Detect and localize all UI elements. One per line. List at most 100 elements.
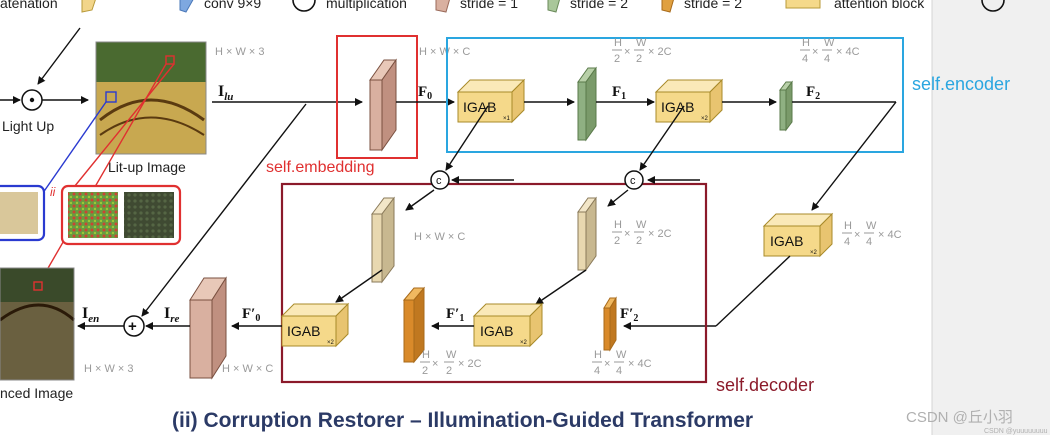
F2p-symbol: F′2 xyxy=(620,306,638,324)
enhanced-image xyxy=(0,267,75,381)
watermark-sub: CSDN @yuuuuuuuu xyxy=(984,428,1048,435)
dim-hw3-bottom: H × W × 3 xyxy=(84,363,134,375)
bottleneck-arrow xyxy=(811,101,897,211)
encoder-label: self.encoder xyxy=(912,74,1010,94)
svg-text:×2: ×2 xyxy=(520,340,528,346)
legend-item-5: stride = 2 xyxy=(684,0,742,11)
legend-swatch-conv xyxy=(179,0,194,13)
svg-text:IGAB: IGAB xyxy=(287,323,320,339)
svg-text:×2: ×2 xyxy=(327,340,335,346)
concat-icon-1 xyxy=(430,170,450,190)
svg-text:×: × xyxy=(624,228,630,240)
dim-hwc-embed: H × W × C xyxy=(419,46,470,58)
embed-conv-block xyxy=(369,58,397,152)
stride2-conv-dec-2 xyxy=(603,296,617,352)
watermark: CSDN @丘小羽 xyxy=(906,409,1013,426)
I-en-symbol: Ien xyxy=(82,305,99,325)
dec-conv-1 xyxy=(371,196,395,284)
blue-zoom-box xyxy=(0,184,46,242)
zoom-line-red-2 xyxy=(39,63,167,283)
encoder-box xyxy=(446,37,904,153)
F2-symbol: F2 xyxy=(806,84,820,102)
concat-icon-2 xyxy=(624,170,644,190)
igab-decoder-2: IGAB ×2 xyxy=(472,302,544,348)
illum-arrow xyxy=(37,27,81,85)
svg-text:c: c xyxy=(436,175,442,187)
igab-bottleneck: IGAB ×2 xyxy=(762,212,834,258)
svg-text:×2: ×2 xyxy=(810,250,818,256)
svg-text:IGAB: IGAB xyxy=(463,99,496,115)
svg-text:×2: ×2 xyxy=(701,116,709,122)
svg-text:×: × xyxy=(432,358,438,370)
legend-item-1: conv 9×9 xyxy=(204,0,261,11)
legend-item-2: multiplication xyxy=(326,0,407,11)
dim-hwc-dec1: H × W × C xyxy=(414,231,465,243)
dim-hwc-bottom: H × W × C xyxy=(222,363,273,375)
legend-item-6: attention block xyxy=(834,0,925,11)
svg-text:+: + xyxy=(128,318,137,335)
svg-text:c: c xyxy=(630,175,636,187)
skip-arrow-1 xyxy=(445,105,489,171)
right-gutter xyxy=(932,0,1050,435)
residual-arrow xyxy=(141,103,307,317)
zoom-line-blue xyxy=(37,101,107,201)
igab-encoder-1: IGAB ×1 xyxy=(456,78,526,124)
legend-swatch-stride2b xyxy=(661,0,674,13)
svg-text:IGAB: IGAB xyxy=(770,233,803,249)
F0-symbol: F0 xyxy=(418,84,432,102)
enhanced-select-red xyxy=(33,281,43,291)
dec-conv-2 xyxy=(577,196,597,272)
skip-arrow-2 xyxy=(639,105,685,171)
decoder-label: self.decoder xyxy=(716,375,814,395)
svg-text:IGAB: IGAB xyxy=(480,323,513,339)
svg-text:×1: ×1 xyxy=(503,116,511,122)
F0p-symbol: F′0 xyxy=(242,306,260,324)
bottleneck-out-line xyxy=(715,255,791,327)
legend-swatch-stride1 xyxy=(435,0,450,13)
output-conv-block xyxy=(189,276,227,380)
legend: atenation conv 9×9 multiplication stride… xyxy=(0,0,1005,13)
dim-hw3-top: H × W × 3 xyxy=(215,46,265,58)
legend-mult-icon xyxy=(292,0,316,12)
I-re-symbol: Ire xyxy=(164,305,180,325)
F1-symbol: F1 xyxy=(612,84,626,102)
light-up-label: Light Up xyxy=(2,118,54,134)
stride2-conv-enc-2 xyxy=(779,80,793,132)
svg-text:×: × xyxy=(812,46,818,58)
svg-text:×: × xyxy=(604,358,610,370)
legend-swatch-attn xyxy=(785,0,821,9)
red-zoom-box xyxy=(60,184,182,246)
svg-text:×: × xyxy=(624,46,630,58)
decoder-box xyxy=(280,182,708,384)
legend-swatch-stride2a xyxy=(547,0,560,13)
svg-text:IGAB: IGAB xyxy=(661,99,694,115)
legend-circle-icon xyxy=(981,0,1005,12)
I-lu-symbol: Ilu xyxy=(218,83,233,103)
enhanced-caption: nced Image xyxy=(0,385,73,401)
ii-marker: ii xyxy=(50,185,56,199)
igab-decoder-1: IGAB ×2 xyxy=(280,302,350,348)
stride2-conv-dec-1 xyxy=(402,286,426,364)
legend-item-3: stride = 1 xyxy=(460,0,518,11)
figure-caption: (ii) Corruption Restorer – Illumination-… xyxy=(172,409,753,432)
igab-encoder-2: IGAB ×2 xyxy=(654,78,724,124)
legend-item-0: atenation xyxy=(0,0,58,11)
embedding-box xyxy=(336,35,418,159)
stride2-conv-enc-1 xyxy=(577,66,597,142)
legend-swatch-0 xyxy=(81,0,96,13)
embedding-label: self.embedding xyxy=(266,159,375,176)
lit-up-caption: Lit-up Image xyxy=(108,159,186,175)
lit-up-image xyxy=(95,41,207,155)
zoom-line-red-1 xyxy=(69,63,175,193)
legend-item-4: stride = 2 xyxy=(570,0,628,11)
svg-text:×: × xyxy=(854,229,860,241)
lit-up-select-red xyxy=(165,55,175,65)
F1p-symbol: F′1 xyxy=(446,306,464,324)
